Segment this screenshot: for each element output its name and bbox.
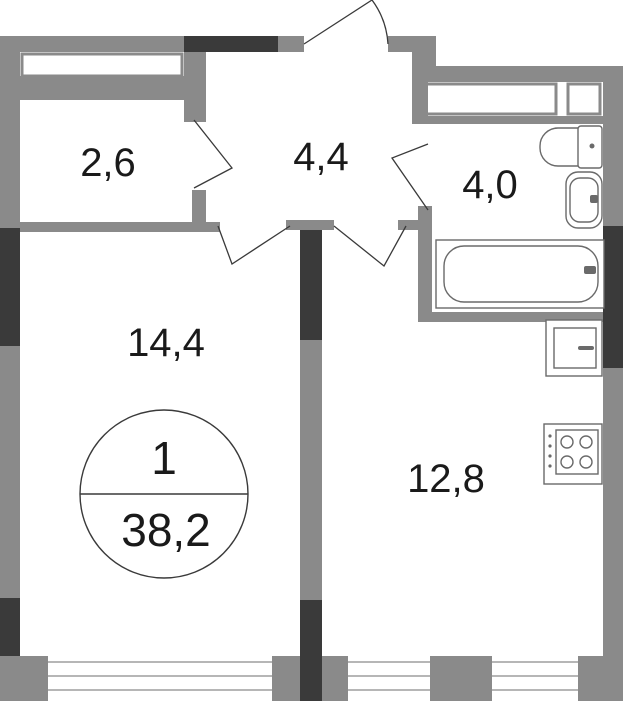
room-area-closet: 2,6 (80, 141, 136, 185)
total-area: 38,2 (121, 504, 211, 556)
room-count: 1 (151, 432, 177, 484)
room-area-hall: 4,4 (293, 135, 349, 179)
room-area-bathroom: 4,0 (462, 163, 518, 207)
outer-walls (0, 36, 623, 701)
room-area-bedroom: 14,4 (127, 321, 205, 365)
windows (48, 661, 578, 691)
doors (193, 0, 429, 267)
room-area-kitchen: 12,8 (407, 457, 485, 501)
apartment-summary-badge: 1 38,2 (79, 409, 249, 579)
bathroom-fixtures (435, 125, 605, 309)
kitchen-fixtures (543, 319, 603, 485)
interior-walls (20, 52, 603, 600)
